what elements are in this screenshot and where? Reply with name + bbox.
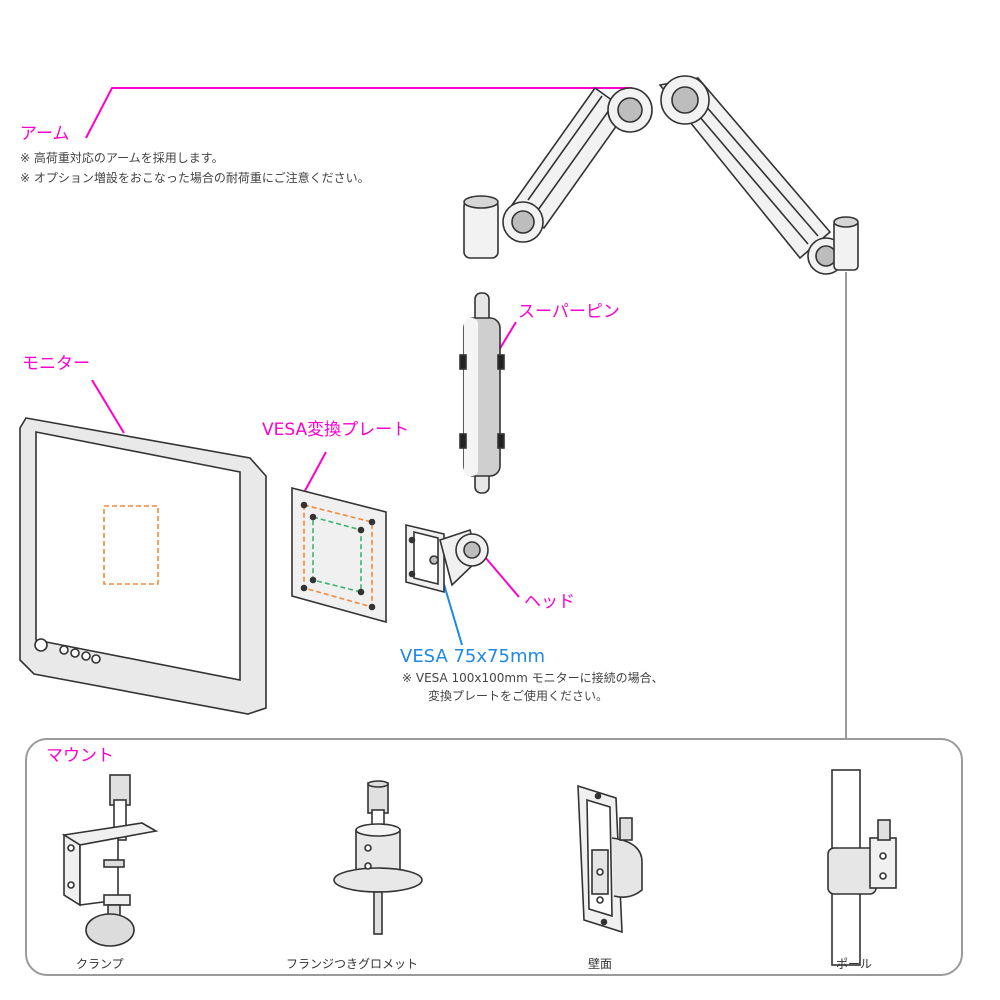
monitor-illustration xyxy=(19,417,267,715)
vesa-spec-note-2: 変換プレートをご使用ください。 xyxy=(428,689,609,703)
head-title: ヘッド xyxy=(524,592,575,612)
monitor-title: モニター xyxy=(22,354,90,374)
monitor-leader xyxy=(91,379,125,434)
vesa-plate-illustration xyxy=(291,486,387,624)
arm-note-1: ※ 高荷重対応のアームを採用します。 xyxy=(20,151,224,165)
super-pin-illustration xyxy=(459,292,505,494)
arm-note-2: ※ オプション増設をおこなった場合の耐荷重にご注意ください。 xyxy=(20,171,370,185)
super-pin-title: スーパーピン xyxy=(518,302,620,322)
head-illustration xyxy=(405,523,489,594)
head-leader xyxy=(484,556,520,598)
mount-title: マウント xyxy=(46,746,114,766)
arm-leader xyxy=(85,87,632,139)
mount-label-wall: 壁面 xyxy=(588,957,613,971)
wall-mount-illustration xyxy=(577,784,643,934)
vesa-spec-title: VESA 75x75mm xyxy=(400,646,546,667)
mount-label-flange-grommet: フランジつきグロメット xyxy=(286,957,419,971)
vesa-plate-title: VESA変換プレート xyxy=(262,420,410,440)
arm-illustration xyxy=(463,75,859,275)
flange-grommet-illustration xyxy=(333,780,423,935)
vesa-spec-leader xyxy=(442,580,463,646)
mount-label-pole: ポール xyxy=(836,957,873,971)
callout-lines xyxy=(85,87,632,598)
clamp-illustration xyxy=(61,774,159,947)
vesa-spec-note-1: ※ VESA 100x100mm モニターに接続の場合、 xyxy=(402,671,664,685)
mount-label-clamp: クランプ xyxy=(76,957,124,971)
mount-panel xyxy=(25,738,963,976)
pole-mount-illustration xyxy=(827,769,897,966)
arm-title: アーム xyxy=(20,124,70,144)
